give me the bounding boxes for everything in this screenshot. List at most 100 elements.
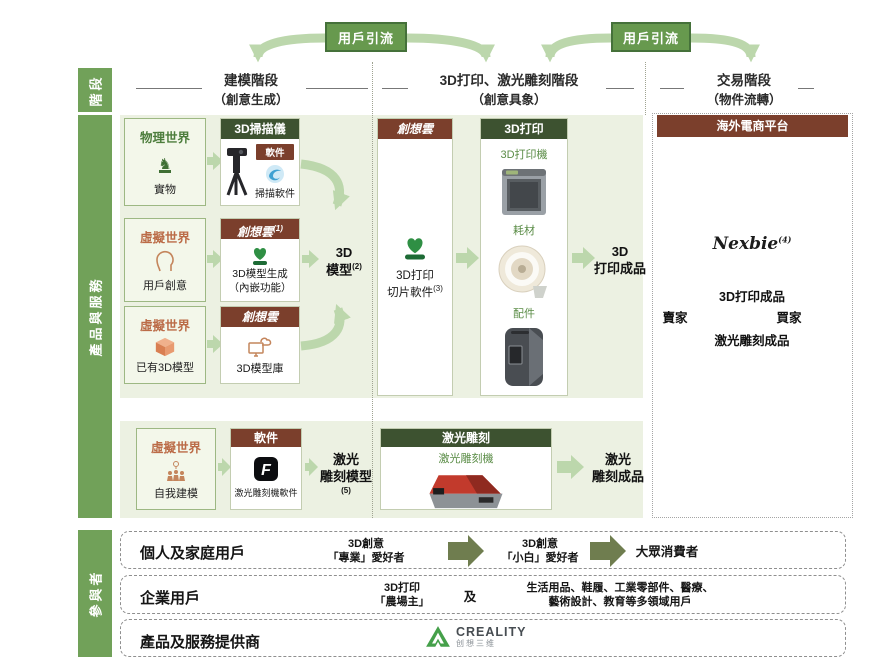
user-traffic-label-2: 用戶引流	[622, 30, 679, 46]
creality-logo-subname: 创想三维	[456, 639, 496, 649]
idea-to-cloud-arrow	[207, 250, 223, 268]
laser-software-box: 軟件 F 激光雕刻機軟件	[230, 428, 302, 510]
user-idea-label: 用戶創意	[143, 280, 187, 292]
print-output-line2: 打印成品	[593, 260, 646, 276]
physical-to-scanner-arrow	[207, 152, 223, 170]
3d-model-output-line1: 3D	[335, 245, 353, 260]
model-library-icon	[248, 337, 272, 357]
novice-hobbyist-line1: 3D創意	[521, 538, 559, 550]
seller-label: 賣家	[662, 311, 688, 325]
column-separator-2	[645, 62, 646, 115]
cloud-library-body: 3D模型庫	[221, 327, 299, 383]
sidebar-products: 產品與服務	[78, 115, 112, 518]
model-generation-label-2: （內嵌功能）	[228, 282, 292, 295]
cloud-library-box: 創想雲 3D模型庫	[220, 306, 300, 384]
cloud-generation-header-sup: (1)	[273, 224, 283, 233]
industry-users-step: 生活用品、鞋履、工業零部件、醫療、 藝術設計、教育等多領域用戶	[505, 581, 735, 610]
physical-object-icon: ♞	[158, 156, 172, 173]
3d-printer-image	[502, 169, 546, 216]
laser-output-line2: 雕刻成品	[591, 468, 644, 484]
traffic2-left-arrow	[541, 33, 612, 63]
software-to-model-arrow	[305, 458, 318, 476]
stage3-right-rule	[798, 88, 814, 89]
traffic1-right-arrow	[406, 33, 495, 63]
slicer-label-2-text: 切片軟件	[387, 286, 434, 299]
stage3-left-rule	[660, 88, 684, 89]
slicer-label-2: 切片軟件(3)	[387, 284, 443, 301]
3d-model-output: 3D 模型(2)	[320, 245, 368, 279]
stage1-right-rule	[306, 88, 368, 89]
scanner-box-header: 3D掃描儀	[221, 119, 299, 139]
laser-model-line2: 雕刻模型(5)	[316, 469, 376, 503]
individual-users-label: 個人及家庭用戶	[140, 545, 246, 562]
stage2-right-rule	[606, 88, 634, 89]
conjunction-label: 及	[463, 590, 477, 604]
stage2-title-line2: （創意具象）	[471, 92, 547, 107]
self-modeling-label: 自我建模	[154, 488, 198, 500]
creality-logo-name: CREALITY	[456, 624, 527, 639]
laser-software-header: 軟件	[231, 429, 301, 447]
creality-logo: CREALITY 创想三维	[425, 624, 527, 650]
virtual-world-box-existing: 虛擬世界 已有3D模型	[124, 306, 206, 384]
existing-to-library-arrow	[207, 335, 223, 353]
nexbie-brand-text: Nexbie	[712, 234, 779, 254]
print-farm-line1: 3D打印	[383, 582, 421, 594]
stage1-title-line1: 建模階段	[224, 73, 278, 88]
accessory-label: 配件	[513, 307, 535, 320]
hobbyist-flow-arrow-1	[448, 535, 484, 567]
3d-model-output-line2: 模型(2)	[320, 262, 368, 279]
cloud-generation-header: 創想雲(1)	[221, 219, 299, 239]
stage2-left-rule	[382, 88, 408, 89]
cloud-slicer-header: 創想雲	[378, 119, 452, 139]
virtual-world-title-idea: 虛擬世界	[139, 231, 190, 245]
printing-hardware-box: 3D打印 3D打印機 耗材 配件	[480, 118, 568, 396]
3d-model-output-sup: (2)	[352, 261, 362, 271]
nexbie-brand: Nexbie(4)	[672, 234, 832, 254]
user-head-icon	[156, 250, 174, 271]
laser-software-body: F 激光雕刻機軟件	[231, 447, 301, 509]
novice-hobbyist-step: 3D創意 「小白」愛好者	[492, 537, 588, 566]
participants-row-enterprise	[120, 575, 846, 614]
ecommerce-header: 海外電商平台	[657, 115, 848, 137]
cloud-library-header: 創想雲	[221, 307, 299, 327]
cloud-to-model-arrow	[302, 250, 319, 268]
provider-label: 產品及服務提供商	[140, 634, 261, 651]
library-to-model-arrow	[300, 303, 351, 351]
material-label: 耗材	[513, 225, 535, 238]
creality-cloud-icon	[253, 248, 267, 266]
scan-software-label: 掃描軟件	[255, 188, 295, 200]
laser-engraver-label: 激光雕刻機	[438, 453, 494, 465]
slicer-label-sup: (3)	[433, 284, 443, 294]
laser-output: 激光 雕刻成品	[588, 452, 648, 486]
cloud-generation-header-text: 創想雲	[237, 225, 274, 239]
creality-cloud-slicer-icon	[405, 238, 425, 260]
print-farm-step: 3D打印 「農場主」	[356, 581, 448, 610]
column-separator-1	[372, 62, 373, 518]
nexbie-brand-sup: (4)	[778, 234, 792, 245]
cloud-generation-body: 3D模型生成 （內嵌功能）	[221, 239, 299, 301]
virtual-world-box-idea: 虛擬世界 用戶創意	[124, 218, 206, 302]
creality-logo-icon	[426, 626, 450, 647]
stage1-title-line2: （創意生成）	[213, 92, 289, 107]
printer-to-output-arrow	[572, 247, 595, 269]
laser-model-output: 激光 雕刻模型(5)	[316, 452, 376, 503]
model-library-label: 3D模型庫	[236, 362, 284, 375]
scan-software-icon	[266, 164, 284, 183]
printer-label: 3D打印機	[500, 149, 548, 162]
stage1-left-rule	[136, 88, 202, 89]
print-farm-line2: 「農場主」	[374, 596, 430, 609]
scanner-box-body: 軟件 掃描軟件	[221, 139, 299, 205]
scanner-software-group: 軟件 掃描軟件	[255, 143, 295, 201]
virtual-world-box-selfmodel: 虛擬世界 自我建模	[136, 428, 216, 510]
user-traffic-label-1: 用戶引流	[337, 30, 394, 46]
stage3-title-line1: 交易階段	[717, 73, 771, 88]
laser-model-line1: 激光	[332, 452, 359, 467]
printing-hardware-header: 3D打印	[481, 119, 567, 139]
traffic2-right-arrow	[690, 33, 760, 63]
physical-object-label: 實物	[154, 184, 176, 196]
laser-software-label: 激光雕刻機軟件	[234, 488, 298, 499]
sidebar-participants: 參與者	[78, 530, 112, 657]
trading-box	[652, 113, 853, 518]
